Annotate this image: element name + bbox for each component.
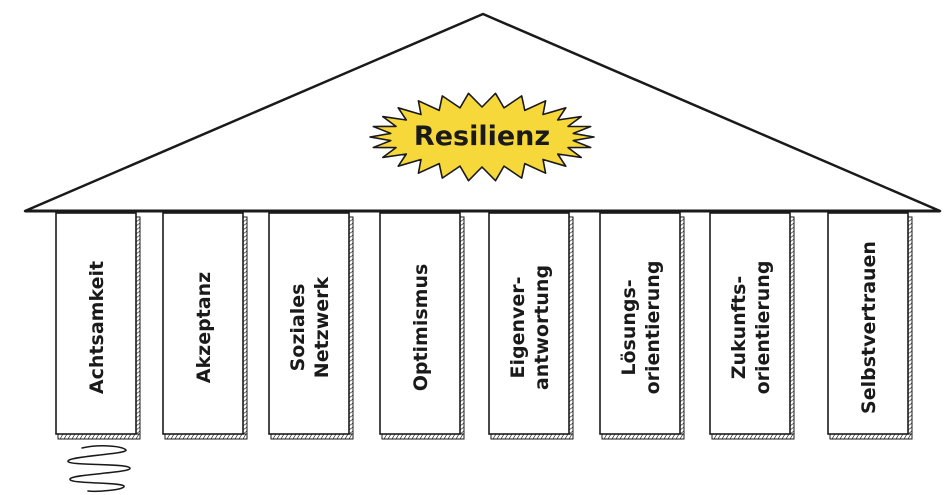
pillar: Zukunfts-orientierung [709,212,795,440]
pillar-label-line: Optimismus [410,264,432,392]
pillar: Eigenver-antwortung [488,212,574,440]
pillar-label: Optimismus [410,264,432,392]
pillar-body [488,212,570,435]
pillar: Optimismus [379,212,465,440]
pillar-label-line: Akzeptanz [193,272,215,383]
pillar: Selbstvertrauen [827,212,913,440]
spring-scribble-icon [67,445,131,492]
pillar-body [55,212,137,435]
pillar-body [827,212,909,435]
pillar-body [162,212,244,435]
pillar: Lösungs-orientierung [599,212,685,440]
pillar-label-line: Lösungs- [618,279,640,375]
starburst-icon [369,92,595,182]
pillar-label-line: orientierung [752,261,774,395]
pillar-label-line: Eigenver- [507,276,529,378]
pillar-label: Akzeptanz [193,272,215,383]
pillar-label: Lösungs-orientierung [618,261,664,395]
pillar-body [379,212,461,435]
roof-title: Resilienz [414,121,550,152]
pillar-label: Eigenver-antwortung [507,265,553,390]
title-badge: Resilienz [369,92,595,182]
pillar-label: Zukunfts-orientierung [728,261,774,395]
pillar-body [709,212,791,435]
pillar-label-line: orientierung [642,261,664,395]
pillar-body [268,212,350,435]
pillar-label: Achtsamkeit [86,261,108,394]
pillar-label: Selbstvertrauen [858,241,880,414]
pillar-label-line: Selbstvertrauen [858,241,880,414]
pillar-label-line: Zukunfts- [728,276,750,380]
pillar: Achtsamkeit [55,212,141,440]
pillar-label-line: Soziales [287,284,309,372]
pillar: Akzeptanz [162,212,248,440]
pillar-label-line: antwortung [531,265,553,390]
pillar-label-line: Netzwerk [311,276,333,378]
pillar-label-line: Achtsamkeit [86,261,108,394]
pillar-body [599,212,681,435]
